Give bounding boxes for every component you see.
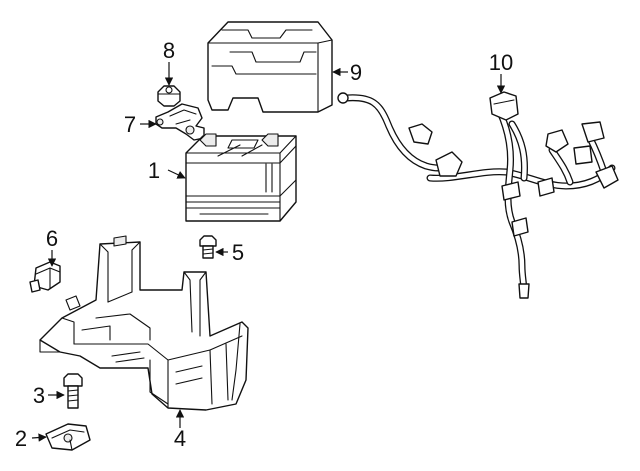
callout-9: 9 bbox=[350, 60, 362, 85]
tray-bolt bbox=[199, 235, 217, 259]
callout-8: 8 bbox=[163, 38, 175, 63]
leader-2 bbox=[31, 433, 47, 442]
leader-lines bbox=[31, 62, 506, 442]
callout-7: 7 bbox=[124, 112, 136, 137]
battery-tray bbox=[39, 235, 249, 411]
retainer-bolt bbox=[63, 373, 83, 409]
callout-1: 1 bbox=[148, 158, 160, 183]
battery bbox=[185, 133, 297, 222]
leader-1 bbox=[167, 169, 186, 179]
callout-3: 3 bbox=[33, 383, 45, 408]
callout-10: 10 bbox=[489, 50, 513, 75]
hold-down-clip bbox=[29, 261, 61, 293]
callout-4: 4 bbox=[174, 426, 186, 451]
nut bbox=[157, 85, 181, 107]
battery-terminal bbox=[155, 103, 205, 141]
callout-6: 6 bbox=[46, 226, 58, 251]
callout-2: 2 bbox=[15, 426, 27, 451]
callouts: 1 2 3 4 5 6 7 8 9 10 bbox=[15, 38, 513, 451]
battery-cable-harness bbox=[337, 91, 619, 299]
hold-down-bracket bbox=[45, 423, 91, 451]
callout-5: 5 bbox=[232, 240, 244, 265]
battery-insulator-cover bbox=[207, 21, 333, 113]
